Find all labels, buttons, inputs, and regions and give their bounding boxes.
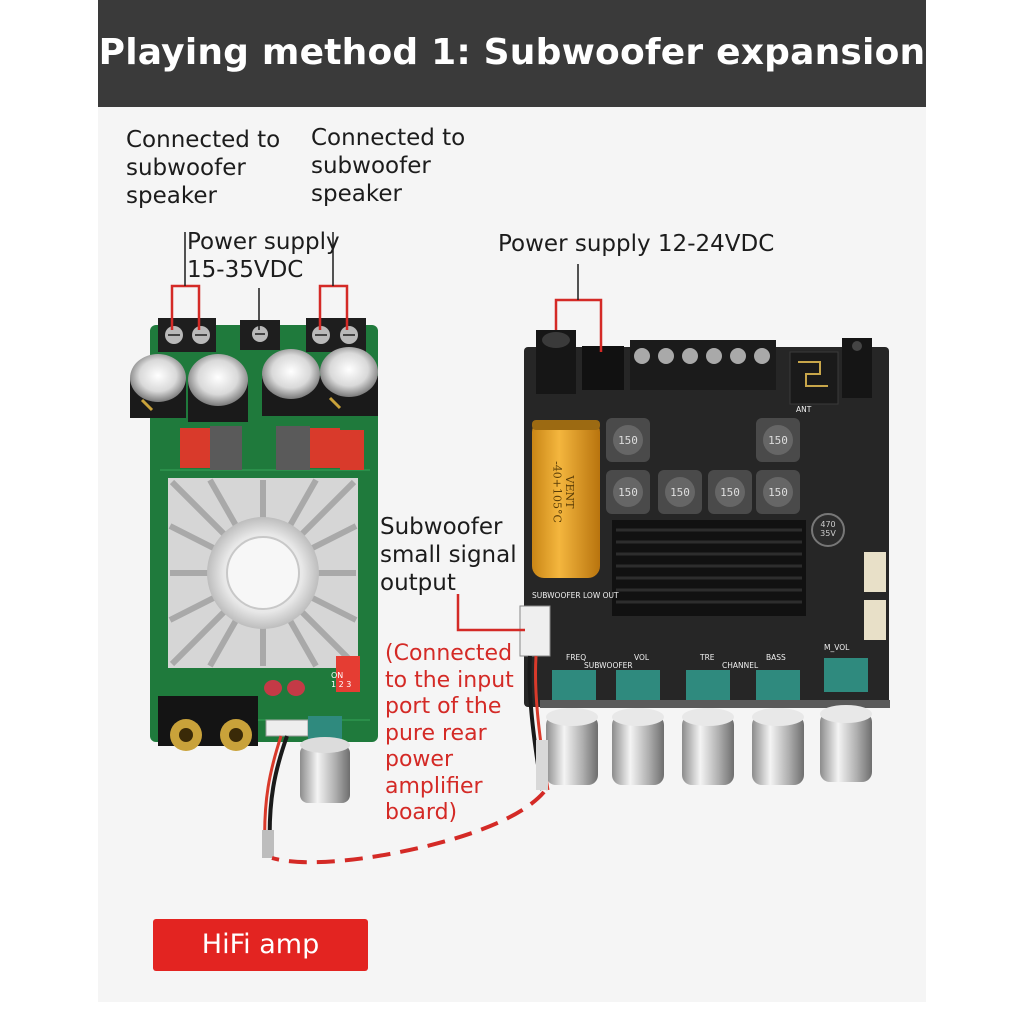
inductor-marking: 150 xyxy=(618,486,638,499)
potentiometers xyxy=(552,658,868,704)
power-terminal-right-board xyxy=(582,346,624,390)
label-left-speaker: Connected to subwoofer speaker xyxy=(126,127,281,209)
heatsink-fan xyxy=(168,478,358,668)
inductor-marking: 150 xyxy=(720,486,740,499)
volume-knob-left-board xyxy=(300,716,350,803)
output-terminal-block xyxy=(630,340,776,390)
knob-m-vol[interactable] xyxy=(820,712,872,782)
label-left-power-supply: Power supply 15-35VDC xyxy=(187,229,340,283)
knob-tre[interactable] xyxy=(682,715,734,785)
label-subwoofer-output: Subwoofer small signal output xyxy=(380,514,517,596)
label-right-power-supply: Power supply 12-24VDC xyxy=(498,231,775,257)
silk-vol: VOL xyxy=(634,653,650,662)
page-title: Playing method 1: Subwoofer expansion xyxy=(98,0,926,107)
knob-vol[interactable] xyxy=(612,715,664,785)
annotation-lines xyxy=(170,232,603,865)
inductor-marking: 150 xyxy=(768,434,788,447)
power-terminal-left-board xyxy=(240,320,280,350)
black-heatsink xyxy=(612,520,806,616)
inductors: 150 150 150 150 150 150 xyxy=(606,418,800,514)
control-knobs xyxy=(546,705,872,785)
label-connection-note: (Connected to the input port of the pure… xyxy=(385,641,514,825)
right-speaker-terminal xyxy=(306,318,366,352)
silk-ant: ANT xyxy=(796,405,812,414)
orange-electrolytic-capacitor: VENT-40+105°C xyxy=(532,420,600,578)
hifi-amp-badge: HiFi amp xyxy=(153,919,368,971)
preamp-board: VENT-40+105°C 150 150 150 150 150 150 xyxy=(519,330,890,791)
inductor-marking: 150 xyxy=(618,434,638,447)
rca-input-jacks xyxy=(158,696,258,751)
silk-m-vol: M_VOL xyxy=(824,643,850,652)
knob-bass[interactable] xyxy=(752,715,804,785)
filter-capacitors xyxy=(130,347,378,422)
inductor-marking: 150 xyxy=(670,486,690,499)
silk-freq: FREQ xyxy=(566,653,586,662)
silk-channel: CHANNEL xyxy=(722,661,759,670)
silk-tre: TRE xyxy=(699,653,715,662)
silk-subwoofer: SUBWOOFER xyxy=(584,661,633,670)
label-right-speaker: Connected to subwoofer speaker xyxy=(311,125,466,207)
connection-dashed-line xyxy=(271,790,546,865)
inductor-marking: 150 xyxy=(768,486,788,499)
capacitor-marking: VENT-40+105°C xyxy=(550,461,576,523)
knob-freq[interactable] xyxy=(546,715,598,785)
silk-sub-low-out: SUBWOOFER LOW OUT xyxy=(532,591,619,600)
left-speaker-terminal xyxy=(158,318,216,352)
silk-bass: BASS xyxy=(766,653,786,662)
